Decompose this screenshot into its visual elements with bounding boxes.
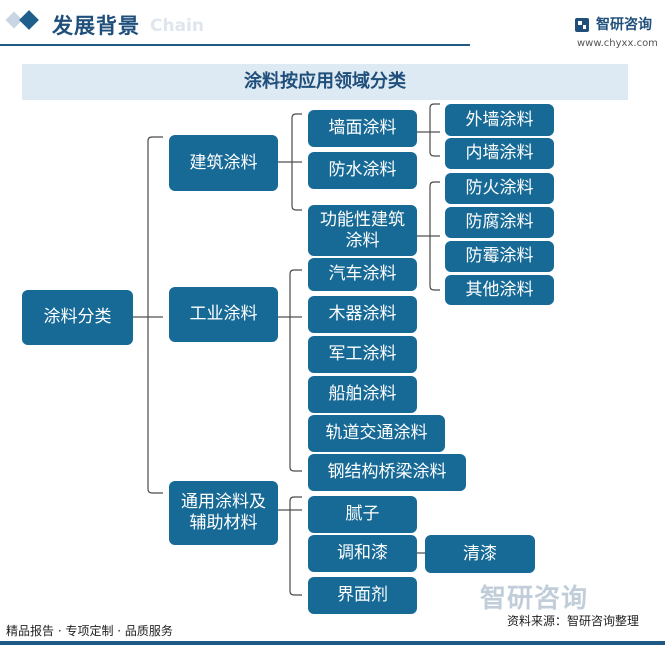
- node-functional-coating: 功能性建筑涂料: [308, 205, 417, 256]
- node-other-coating: 其他涂料: [445, 275, 554, 305]
- footer-bar: [0, 641, 665, 645]
- node-steel-bridge: 钢结构桥梁涂料: [308, 454, 466, 491]
- brand-url: www.chyxx.com: [577, 38, 658, 49]
- header: Chain 发展背景 智研咨询 www.chyxx.com: [0, 0, 665, 60]
- diagram-title-band: 涂料按应用领域分类: [22, 64, 628, 100]
- node-waterproof-coating: 防水涂料: [308, 152, 417, 189]
- node-architectural: 建筑涂料: [169, 135, 278, 191]
- node-interior-wall: 内墙涂料: [445, 138, 554, 169]
- node-blend-paint: 调和漆: [308, 535, 417, 572]
- node-wood: 木器涂料: [308, 296, 417, 333]
- brand-name: 智研咨询: [596, 17, 652, 33]
- header-divider: [0, 44, 470, 46]
- source-note: 资料来源：智研咨询整理: [507, 614, 640, 628]
- node-putty: 腻子: [308, 496, 417, 533]
- node-fireproof: 防火涂料: [445, 173, 554, 204]
- section-title: 发展背景: [52, 14, 140, 38]
- node-rail-transit: 轨道交通涂料: [308, 415, 445, 452]
- diagram-title: 涂料按应用领域分类: [244, 71, 406, 92]
- header-ghost-text: Chain: [150, 16, 204, 36]
- footer-slogan: 精品报告 · 专项定制 · 品质服务: [6, 624, 173, 638]
- brand-logo-icon: [575, 18, 589, 32]
- node-interface-agent: 界面剂: [308, 577, 417, 614]
- node-general: 通用涂料及辅助材料: [169, 481, 278, 545]
- node-industrial: 工业涂料: [169, 287, 278, 342]
- node-marine: 船舶涂料: [308, 376, 417, 413]
- node-anticorrosion: 防腐涂料: [445, 207, 554, 238]
- node-varnish: 清漆: [425, 535, 535, 573]
- node-military: 军工涂料: [308, 336, 417, 373]
- node-exterior-wall: 外墙涂料: [445, 104, 554, 136]
- node-wall-coating: 墙面涂料: [308, 110, 417, 147]
- node-root: 涂料分类: [22, 290, 133, 345]
- node-automotive: 汽车涂料: [308, 258, 417, 291]
- footer-brand-logo: 智研咨询: [480, 584, 589, 614]
- node-antimildew: 防霉涂料: [445, 241, 554, 272]
